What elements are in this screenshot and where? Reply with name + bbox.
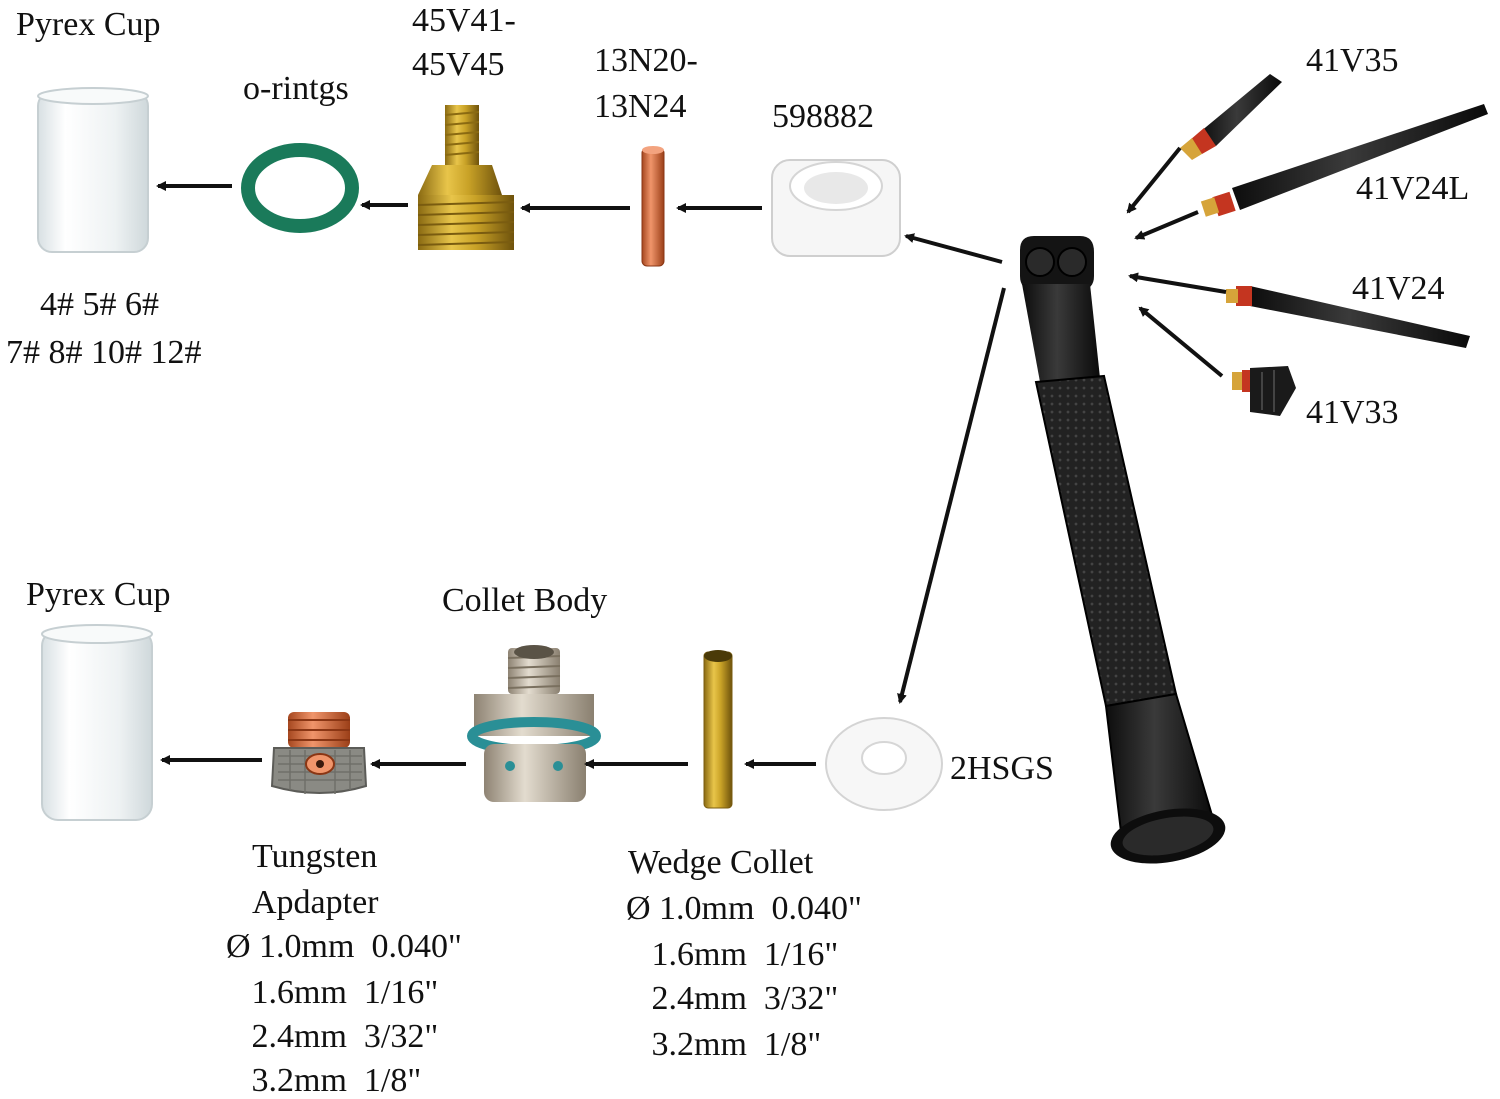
label-cup-sizes-line1: 4# 5# 6# bbox=[40, 286, 159, 323]
label-insulator-top: 598882 bbox=[772, 98, 874, 135]
label-insulator-2hsgs: 2HSGS bbox=[950, 750, 1054, 787]
back-cap-41v35 bbox=[1180, 74, 1282, 160]
copper-collet bbox=[641, 146, 665, 267]
label-collet-top-line2: 13N24 bbox=[594, 88, 687, 125]
label-collet-top-line1: 13N20- bbox=[594, 42, 698, 79]
label-orings: o-rintgs bbox=[243, 70, 349, 107]
wedge-collet bbox=[703, 650, 733, 809]
arrow-41v24l bbox=[1134, 210, 1199, 240]
tungsten-adapter bbox=[270, 712, 368, 794]
label-cap-41v33: 41V33 bbox=[1306, 394, 1399, 431]
brass-collet-body bbox=[417, 105, 515, 250]
wedge-size-row: 2.4mm 3/32" bbox=[626, 980, 839, 1017]
label-cap-41v24: 41V24 bbox=[1352, 270, 1445, 307]
back-cap-41v24l bbox=[1200, 104, 1488, 217]
tungsten-size-row: 2.4mm 3/32" bbox=[226, 1018, 439, 1055]
collet-body-steel bbox=[467, 645, 601, 802]
label-collet-body-top-line1: 45V41- bbox=[412, 2, 516, 39]
insulator-2hsgs bbox=[825, 717, 943, 811]
tungsten-size-row: 3.2mm 1/8" bbox=[226, 1062, 422, 1099]
back-cap-41v33 bbox=[1232, 366, 1296, 416]
label-pyrex-cup-top: Pyrex Cup bbox=[16, 6, 161, 43]
label-cap-41v24l: 41V24L bbox=[1356, 170, 1470, 207]
label-collet-body-bottom: Collet Body bbox=[442, 582, 608, 619]
torch-handle bbox=[1020, 236, 1226, 864]
wedge-size-row: 1.6mm 1/16" bbox=[626, 936, 839, 973]
label-wedge-collet: Wedge Collet bbox=[628, 844, 814, 881]
label-collet-body-top-line2: 45V45 bbox=[412, 46, 505, 83]
wedge-size-row: Ø 1.0mm 0.040" bbox=[626, 890, 862, 927]
pyrex-cup-bottom bbox=[41, 624, 153, 821]
label-cup-sizes-line2: 7# 8# 10# 12# bbox=[6, 334, 202, 371]
tungsten-size-row: 1.6mm 1/16" bbox=[226, 974, 439, 1011]
wedge-size-row: 3.2mm 1/8" bbox=[626, 1026, 822, 1063]
label-cap-41v35: 41V35 bbox=[1306, 42, 1399, 79]
label-tungsten-line2: Apdapter bbox=[252, 884, 379, 921]
arrow-torch-to-2hsgs bbox=[897, 287, 1006, 704]
arrow-41v33 bbox=[1138, 306, 1224, 378]
arrow-torch-to-insulator bbox=[904, 233, 1003, 264]
pyrex-cup-top bbox=[37, 87, 149, 253]
arrow-41v24 bbox=[1128, 272, 1227, 294]
tungsten-size-row: Ø 1.0mm 0.040" bbox=[226, 928, 462, 965]
oring bbox=[241, 143, 359, 233]
insulator-top bbox=[771, 159, 901, 257]
label-tungsten-line1: Tungsten bbox=[252, 838, 378, 875]
arrow-41v35 bbox=[1126, 146, 1182, 214]
label-pyrex-cup-bottom: Pyrex Cup bbox=[26, 576, 171, 613]
back-cap-41v24 bbox=[1226, 286, 1470, 348]
